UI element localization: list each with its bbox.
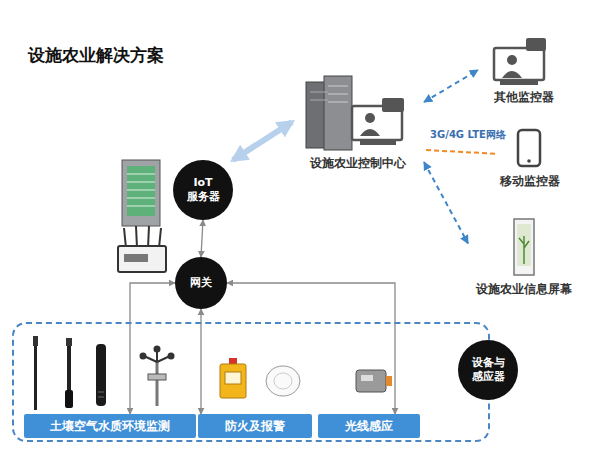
node-text: 防火及报警 xyxy=(225,418,285,435)
probe-tip xyxy=(65,390,73,408)
router-label xyxy=(124,254,148,262)
category-band: 防火及报警 xyxy=(198,414,312,438)
sensor-body xyxy=(356,370,386,392)
monitor-base xyxy=(500,80,538,85)
server-slot xyxy=(127,198,155,199)
category-band: 光线感应 xyxy=(318,414,420,438)
router-icon xyxy=(118,226,166,272)
server-tower xyxy=(122,160,160,226)
soil-probe xyxy=(33,336,38,410)
server-slot xyxy=(127,206,155,207)
alarm-panel xyxy=(225,372,241,384)
plant-image xyxy=(519,236,529,264)
antenna xyxy=(148,226,149,248)
server-icon xyxy=(306,76,352,150)
control-center: 设施农业控制中心 xyxy=(292,72,424,172)
screen-frame xyxy=(514,219,534,275)
node-text: 其他监控器 xyxy=(494,89,554,106)
computer-icon xyxy=(494,38,546,85)
alarm-light xyxy=(229,358,237,364)
node-text: 设施农业控制中心 xyxy=(310,155,406,172)
phone-body xyxy=(518,130,540,166)
region-heading: 设备与 感应器 xyxy=(458,340,518,400)
chat-bubble xyxy=(382,98,404,112)
alarm-body xyxy=(220,364,246,398)
cup xyxy=(154,346,161,353)
server-circle: IoT 服务器 xyxy=(173,160,233,220)
vane xyxy=(148,374,166,380)
connector xyxy=(200,309,201,414)
cup xyxy=(140,353,147,360)
sensor-tip xyxy=(386,376,392,386)
node-text: 土壤空气水质环境监测 xyxy=(50,418,170,435)
computer-icon xyxy=(352,98,404,145)
diagram-title: 设施农业解决方案 xyxy=(28,44,164,67)
monitor xyxy=(494,48,544,80)
server-slot xyxy=(127,190,155,191)
server-slot xyxy=(328,94,348,95)
phone-button xyxy=(527,159,531,163)
antenna xyxy=(136,226,137,248)
server-panel xyxy=(127,166,155,216)
probe-cap xyxy=(33,336,38,346)
server-slot xyxy=(127,174,155,175)
probe-cap xyxy=(66,338,72,346)
cup xyxy=(168,353,175,360)
person-body xyxy=(502,71,522,78)
light-sensor xyxy=(356,370,392,392)
edge-label: 3G/4G LTE网络 xyxy=(430,128,506,142)
device-region: 设备与 感应器土壤空气水质环境监测防火及报警光线感应 xyxy=(12,322,490,442)
node-text: 设施农业信息屏幕 xyxy=(476,281,572,298)
sensor-vent xyxy=(98,397,104,398)
alarm-box xyxy=(220,358,246,398)
chat-bubble xyxy=(526,38,546,51)
connector xyxy=(227,283,395,414)
node-text: 光线感应 xyxy=(345,418,393,435)
server-slot xyxy=(328,86,348,87)
sensor-label xyxy=(361,375,373,381)
air-sensor xyxy=(96,344,106,406)
connector xyxy=(424,150,495,154)
monitor-node: 其他监控器 xyxy=(478,34,570,106)
connector xyxy=(130,283,175,414)
person-head xyxy=(365,113,375,123)
monitor-base xyxy=(360,140,396,145)
server-slot xyxy=(310,92,328,93)
screen-node: 设施农业信息屏幕 xyxy=(468,214,580,298)
connector xyxy=(424,162,468,243)
probe-rod xyxy=(67,346,71,392)
anemometer xyxy=(140,346,175,407)
screen-image xyxy=(517,224,531,266)
server-slot xyxy=(310,100,328,101)
phone-icon xyxy=(518,130,540,166)
connector xyxy=(201,220,203,257)
person-head xyxy=(507,55,517,65)
server-tower xyxy=(324,76,352,150)
probe-rod xyxy=(34,346,37,410)
detector-ring xyxy=(274,373,292,389)
gateway-circle: 网关 xyxy=(175,257,227,309)
connector xyxy=(424,70,478,102)
iot-server-icon xyxy=(122,160,160,226)
person-body xyxy=(360,129,380,136)
smoke-detector xyxy=(266,366,300,396)
detector-body xyxy=(266,366,300,396)
category-band: 土壤空气水质环境监测 xyxy=(24,414,196,438)
pole xyxy=(156,362,159,406)
info-screen-icon xyxy=(514,219,534,275)
server-slot xyxy=(328,102,348,103)
sensor-vent xyxy=(98,392,104,393)
router-body xyxy=(118,246,166,272)
server-slot xyxy=(127,182,155,183)
connector xyxy=(233,122,292,160)
node-text: IoT 服务器 xyxy=(183,176,223,204)
sensor-body xyxy=(96,344,106,406)
node-text: 移动监控器 xyxy=(500,173,560,190)
water-probe xyxy=(65,338,73,408)
node-text: 网关 xyxy=(181,276,221,290)
